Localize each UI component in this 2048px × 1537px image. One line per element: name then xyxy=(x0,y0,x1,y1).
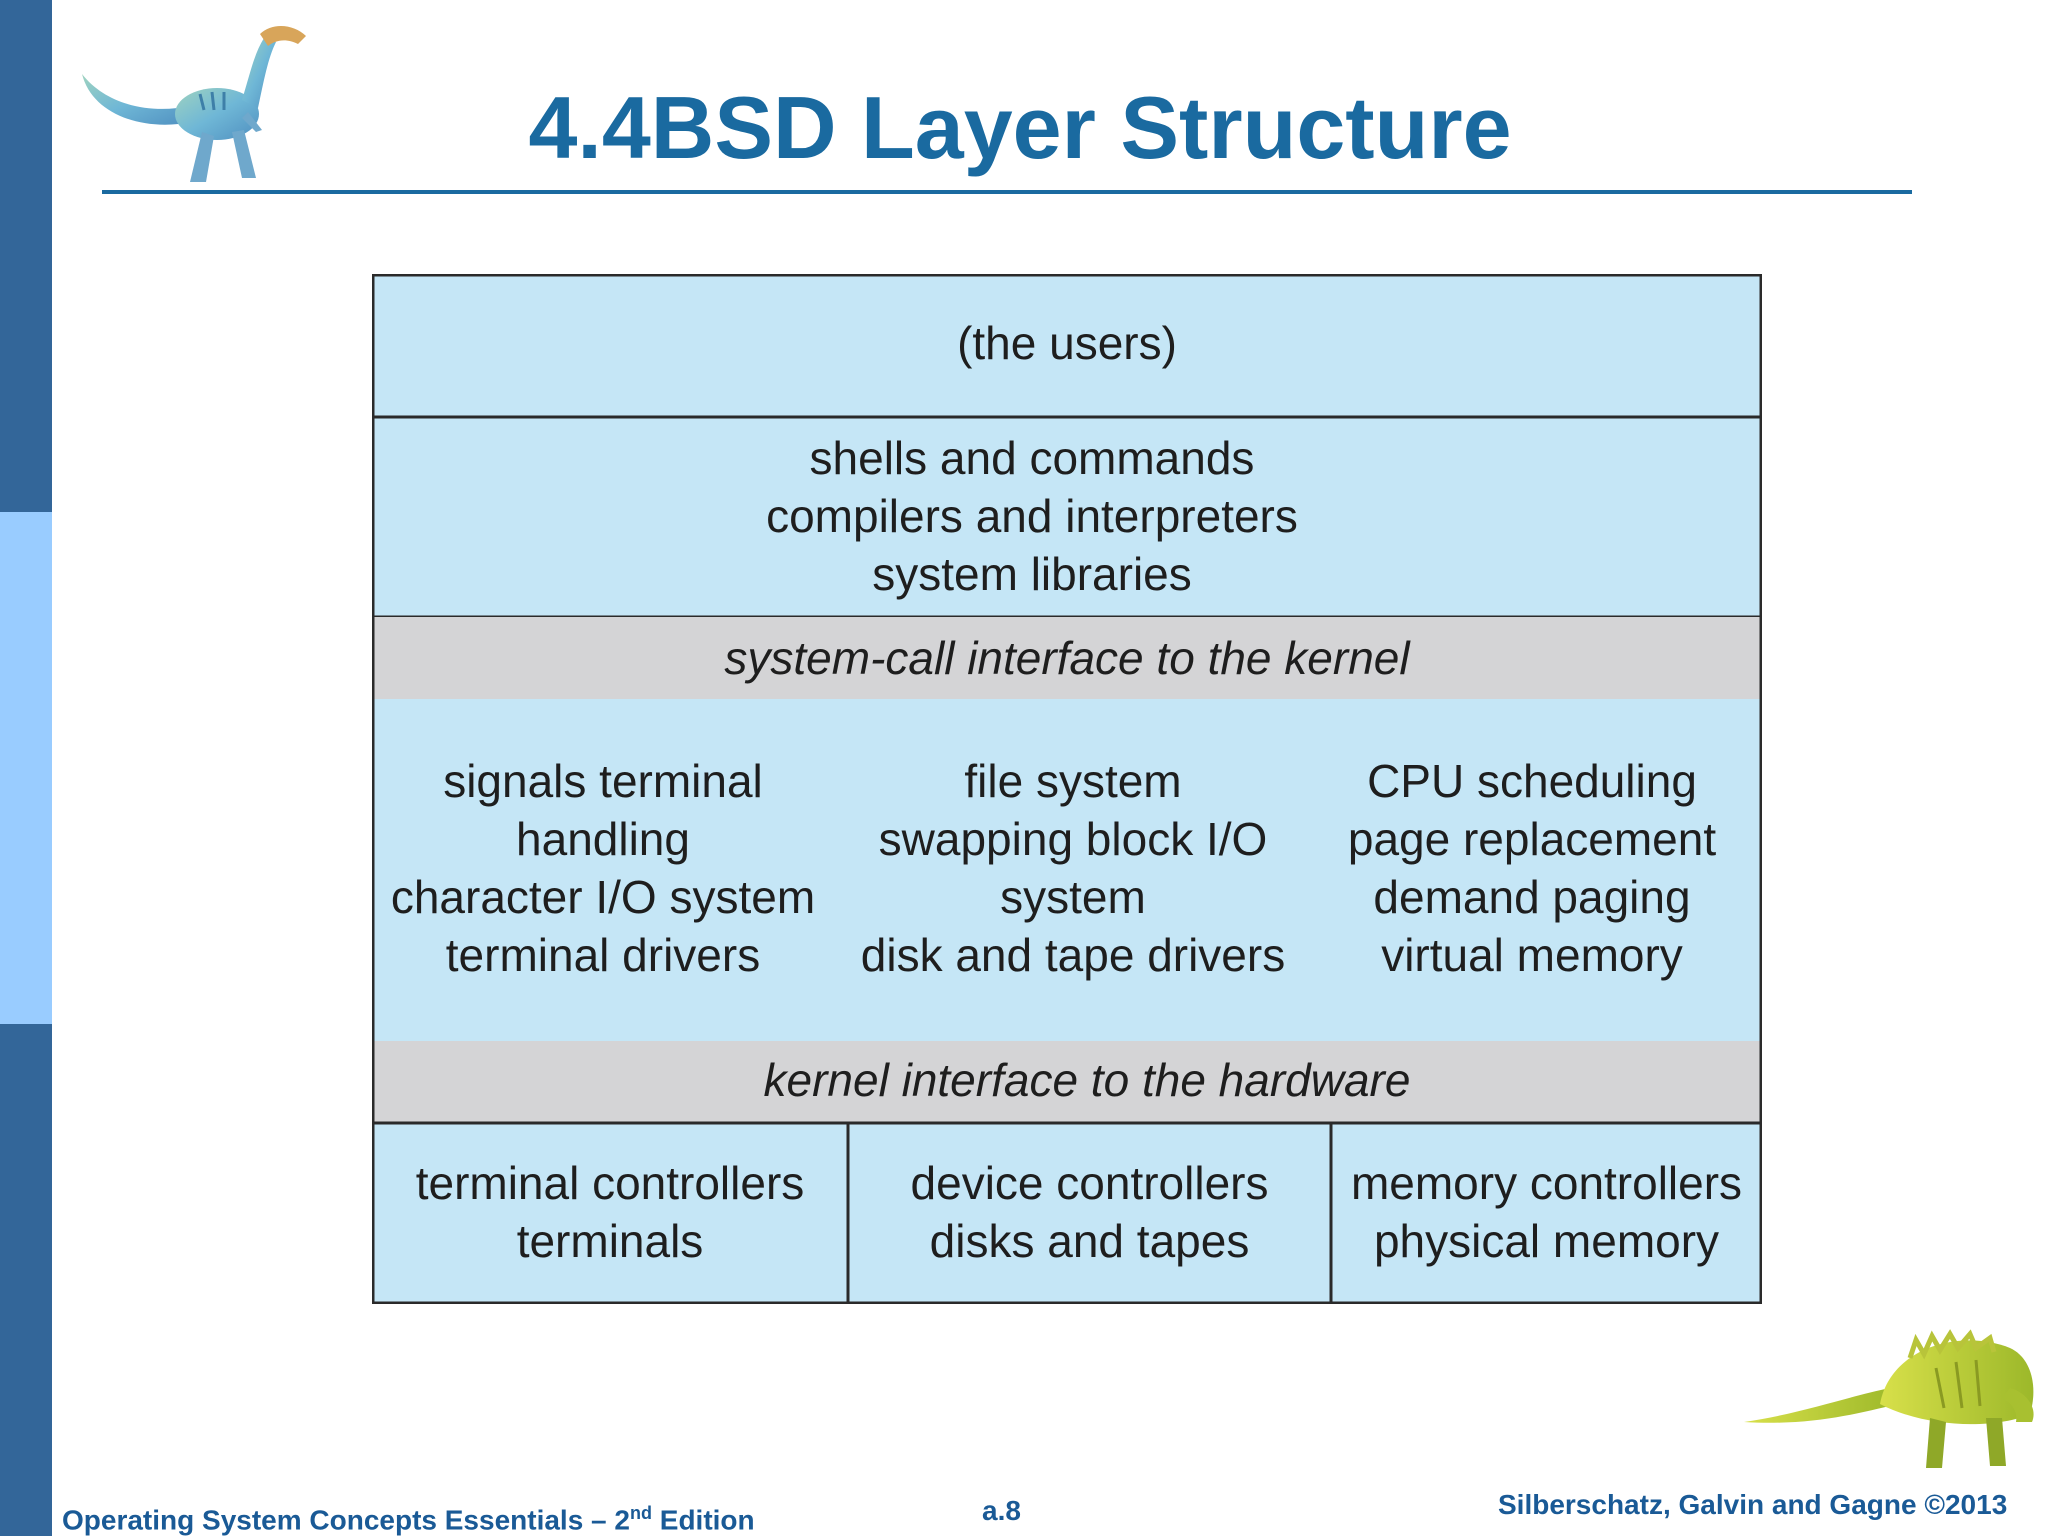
footer-book-sup: nd xyxy=(629,1503,652,1523)
hardware-interface-band xyxy=(373,1041,1761,1123)
sidebar-segment-top xyxy=(0,0,52,512)
kernel-terminal-column: signals terminal handling character I/O … xyxy=(390,755,816,981)
dinosaur-icon xyxy=(1744,1329,2034,1468)
diagram-outer-border xyxy=(372,274,1762,1304)
layer-diagram-shapes xyxy=(372,274,1762,1304)
users-label: (the users) xyxy=(957,317,1177,369)
syscall-interface-label: system-call interface to the kernel xyxy=(724,632,1410,684)
footer-book-suffix: Edition xyxy=(651,1504,755,1536)
dinosaur-icon xyxy=(82,25,306,182)
left-sidebar-bar xyxy=(0,0,52,1536)
footer-book-prefix: Operating System Concepts Essentials – 2 xyxy=(62,1504,630,1536)
hardware-layer-box xyxy=(373,1123,1761,1303)
slide-title: 4.4BSD Layer Structure xyxy=(528,78,1512,177)
footer-copyright: Silberschatz, Galvin and Gagne ©2013 xyxy=(1498,1489,2008,1520)
layer-diagram: (the users) shells and commands compiler… xyxy=(372,274,1762,1304)
user-programs-label: shells and commands compilers and interp… xyxy=(766,432,1298,600)
kernel-layer-box xyxy=(373,699,1761,1041)
hardware-interface-label: kernel interface to the hardware xyxy=(763,1054,1411,1106)
sidebar-segment-middle xyxy=(0,512,52,1024)
syscall-interface-band xyxy=(373,617,1761,699)
title-underline xyxy=(102,190,1912,194)
kernel-filesystem-column: file system swapping block I/O system di… xyxy=(860,755,1286,981)
hardware-terminal-cell: terminal controllers terminals xyxy=(415,1157,805,1267)
hardware-memory-cell: memory controllers physical memory xyxy=(1350,1157,1743,1267)
kernel-memory-column: CPU scheduling page replacement demand p… xyxy=(1347,755,1717,981)
footer-page-number: a.8 xyxy=(982,1495,1021,1526)
hardware-device-cell: device controllers disks and tapes xyxy=(910,1157,1269,1267)
footer-book-title: Operating System Concepts Essentials – 2… xyxy=(62,1496,755,1537)
sidebar-segment-bottom xyxy=(0,1024,52,1536)
